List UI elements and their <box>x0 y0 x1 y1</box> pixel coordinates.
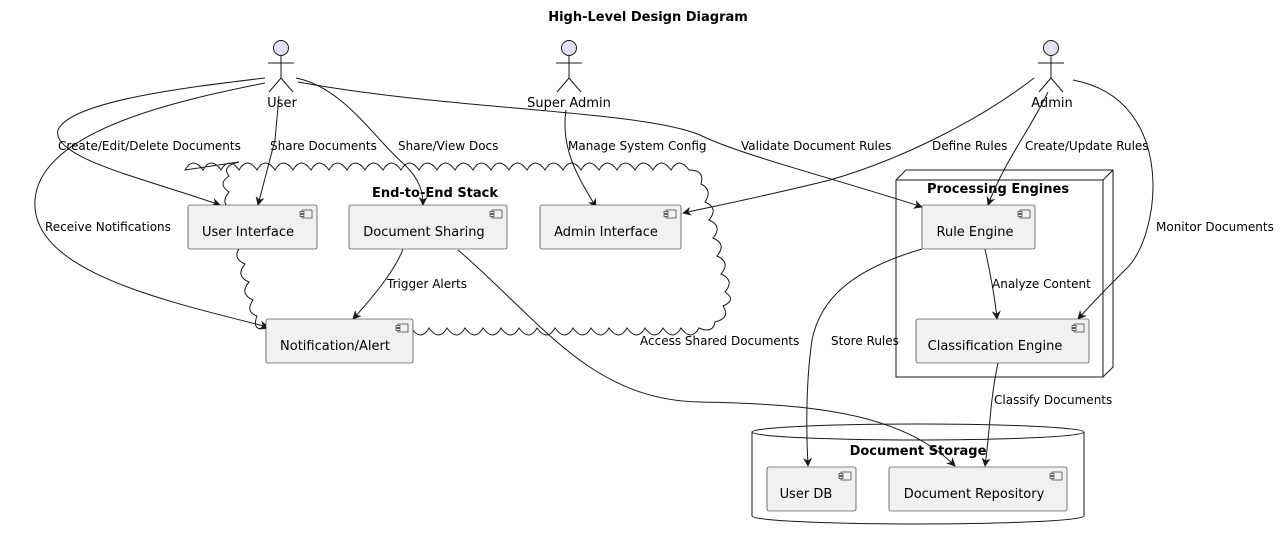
component-label-document-repository: Document Repository <box>904 487 1045 502</box>
component-notification-alert: Notification/Alert <box>265 318 414 364</box>
edge-classify-documents <box>981 362 999 467</box>
edge-analyze-content <box>984 248 1001 320</box>
component-label-rule-engine: Rule Engine <box>937 225 1014 240</box>
edge-label-define-rules: Define Rules <box>932 139 1007 153</box>
edge-user-validate-document-rules <box>297 81 923 209</box>
edge-label-share-documents: Share Documents <box>270 139 377 153</box>
component-user-db: User DB <box>766 466 857 512</box>
edge-store-rules <box>803 248 923 467</box>
component-label-user-db: User DB <box>780 487 833 502</box>
edge-superadmin-manage-config <box>564 109 597 208</box>
component-document-repository: Document Repository <box>888 466 1068 512</box>
edge-label-create-update-rules: Create/Update Rules <box>1025 139 1149 153</box>
component-icon <box>489 209 503 219</box>
edge-access-shared-documents <box>457 249 956 467</box>
actor-user: User <box>267 40 297 111</box>
edge-trigger-alerts <box>352 248 404 320</box>
edge-label-validate-document-rules: Validate Document Rules <box>741 139 892 153</box>
edge-user-share-documents <box>255 95 280 206</box>
component-icon <box>1049 471 1063 481</box>
edge-label-monitor-documents: Monitor Documents <box>1156 220 1274 234</box>
component-document-sharing: Document Sharing <box>348 204 508 250</box>
component-label-admin-interface: Admin Interface <box>554 225 658 240</box>
edge-label-create-edit-delete: Create/Edit/Delete Documents <box>58 139 241 153</box>
component-label-notification-alert: Notification/Alert <box>280 339 390 354</box>
component-label-user-interface: User Interface <box>202 225 294 240</box>
component-icon <box>299 209 313 219</box>
edge-label-trigger-alerts: Trigger Alerts <box>386 277 467 291</box>
group-title-end-to-end-stack: End-to-End Stack <box>372 186 498 201</box>
edge-admin-create-update-rules <box>986 91 1049 206</box>
actor-admin: Admin <box>1031 40 1073 111</box>
edge-user-receive-notifications <box>34 82 269 330</box>
actor-label-super-admin: Super Admin <box>527 96 611 111</box>
edge-label-access-shared-documents: Access Shared Documents <box>640 334 799 348</box>
component-admin-interface: Admin Interface <box>539 204 682 250</box>
component-icon <box>838 471 852 481</box>
component-label-classification-engine: Classification Engine <box>928 339 1063 354</box>
edge-label-store-rules: Store Rules <box>831 334 899 348</box>
group-title-document-storage: Document Storage <box>850 444 987 459</box>
actor-user-icon <box>268 40 294 93</box>
group-title-processing-engines: Processing Engines <box>927 182 1069 197</box>
actor-super-admin-icon <box>556 40 582 93</box>
edge-admin-monitor-documents <box>1072 79 1154 320</box>
component-classification-engine: Classification Engine <box>915 318 1090 364</box>
edge-user-create-edit-delete <box>57 77 266 207</box>
actor-label-admin: Admin <box>1031 96 1072 111</box>
component-icon <box>395 323 409 333</box>
edge-label-manage-system-config: Manage System Config <box>568 139 707 153</box>
component-icon <box>663 209 677 219</box>
component-user-interface: User Interface <box>187 204 318 250</box>
actor-super-admin: Super Admin <box>527 40 611 111</box>
component-rule-engine: Rule Engine <box>921 204 1036 250</box>
component-label-document-sharing: Document Sharing <box>363 225 484 240</box>
component-icon <box>1071 323 1085 333</box>
edge-user-share-view-docs <box>295 77 428 206</box>
edge-admin-define-rules <box>682 77 1035 216</box>
actor-admin-icon <box>1038 40 1064 93</box>
edges <box>34 77 1154 467</box>
edge-label-classify-documents: Classify Documents <box>994 393 1112 407</box>
actor-label-user: User <box>267 96 297 111</box>
edge-labels: Create/Edit/Delete Documents Share Docum… <box>45 139 1274 407</box>
edge-label-share-view-docs: Share/View Docs <box>398 139 498 153</box>
edge-label-analyze-content: Analyze Content <box>992 277 1091 291</box>
component-icon <box>1017 209 1031 219</box>
diagram-title: High-Level Design Diagram <box>548 10 748 25</box>
edge-label-receive-notifications: Receive Notifications <box>45 220 171 234</box>
